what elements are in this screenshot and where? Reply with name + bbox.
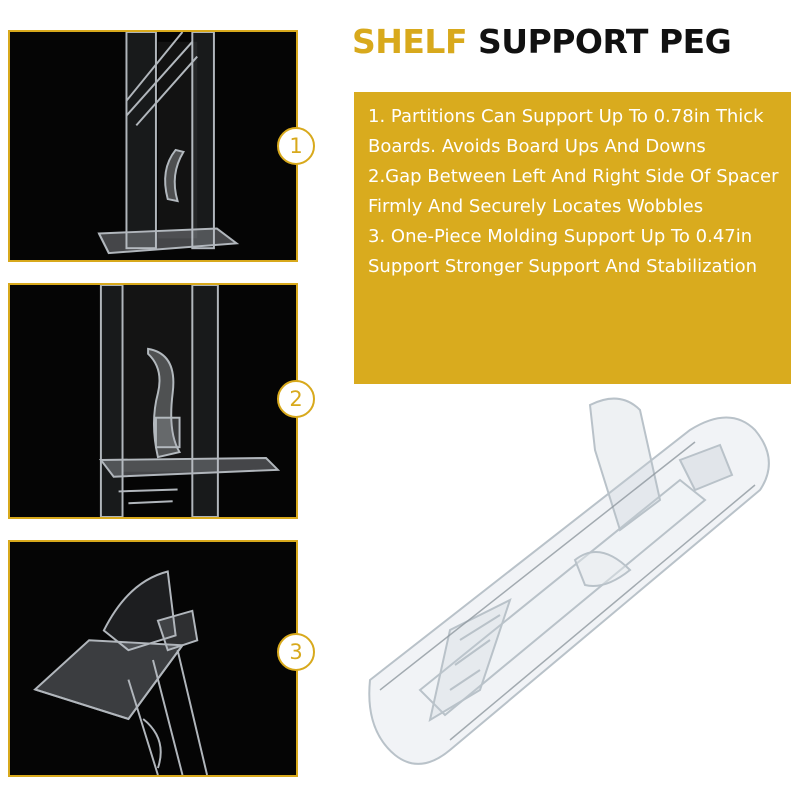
feature-item-1: 1. Partitions Can Support Up To 0.78in T… xyxy=(368,106,764,157)
title-main: SUPPORT PEG xyxy=(478,22,732,61)
photo-panel-1 xyxy=(8,30,298,262)
step-badge-3: 3 xyxy=(277,633,315,671)
feature-item-3: 3. One-Piece Molding Support Up To 0.47i… xyxy=(368,226,758,277)
page-title: SHELF SUPPORT PEG xyxy=(352,22,732,61)
title-accent: SHELF xyxy=(352,22,468,61)
photo-panel-3 xyxy=(8,540,298,777)
photo-panel-2 xyxy=(8,283,298,519)
feature-box: 1. Partitions Can Support Up To 0.78in T… xyxy=(354,92,791,384)
step-badge-2: 2 xyxy=(277,380,315,418)
peg-closeup-photo-3 xyxy=(10,542,296,775)
peg-closeup-photo-1 xyxy=(10,32,296,260)
peg-closeup-photo-2 xyxy=(10,285,296,517)
feature-item-2: 2.Gap Between Left And Right Side Of Spa… xyxy=(368,166,779,217)
shelf-peg-product-image xyxy=(368,397,770,765)
step-badge-1: 1 xyxy=(277,127,315,165)
